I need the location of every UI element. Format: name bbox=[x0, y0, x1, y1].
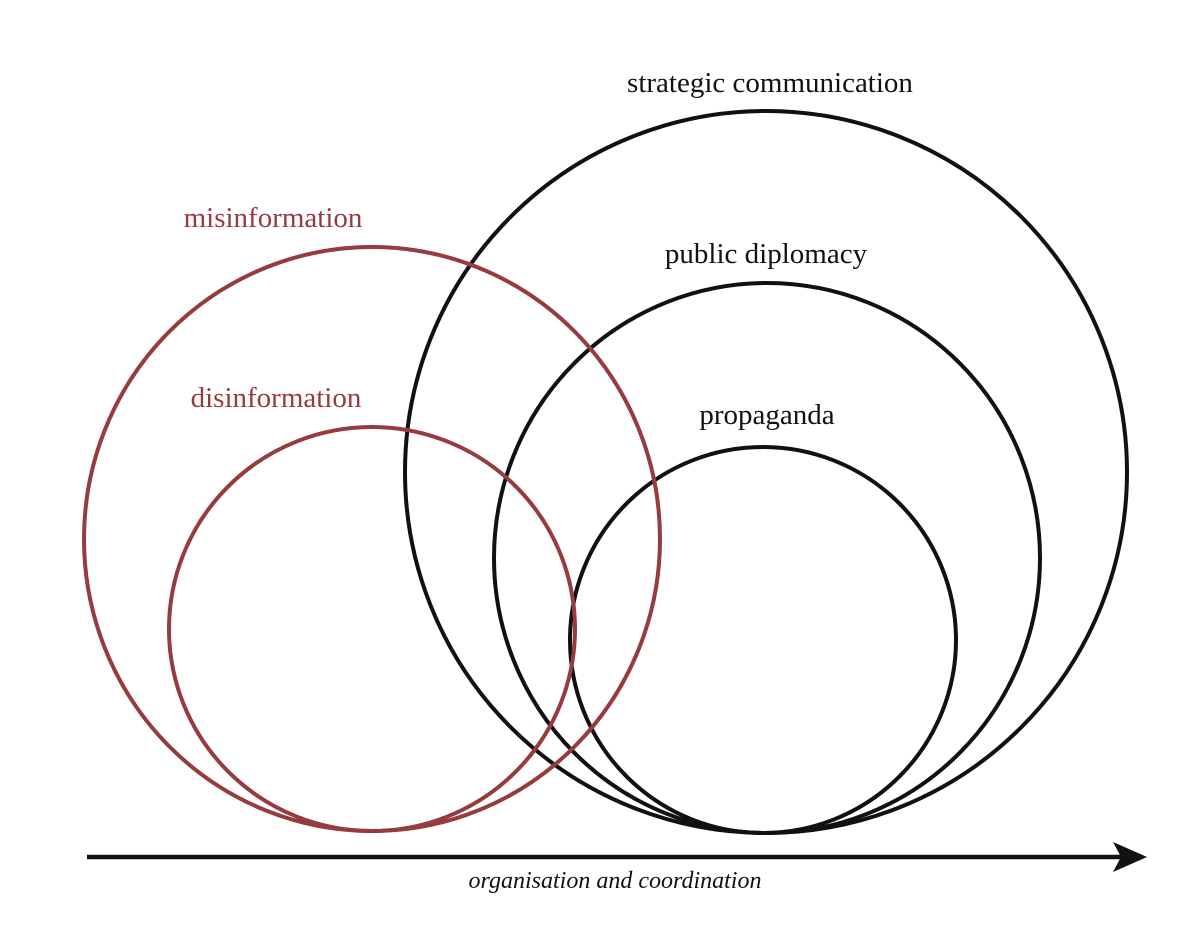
circle-strategic-communication bbox=[403, 109, 1129, 835]
circle-disinformation bbox=[167, 425, 577, 833]
circle-public-diplomacy bbox=[492, 281, 1042, 835]
circle-misinformation bbox=[82, 245, 662, 833]
label-disinformation: disinformation bbox=[191, 382, 362, 414]
label-strategic-communication: strategic communication bbox=[627, 67, 913, 99]
axis-label: organisation and coordination bbox=[469, 868, 762, 894]
circles-layer bbox=[82, 109, 1129, 835]
label-public-diplomacy: public diplomacy bbox=[665, 238, 868, 270]
labels-layer: strategic communication public diplomacy… bbox=[184, 67, 914, 431]
axis-arrowhead-icon bbox=[1113, 842, 1147, 872]
label-misinformation: misinformation bbox=[184, 202, 363, 234]
label-propaganda: propaganda bbox=[699, 399, 834, 431]
organisation-axis: organisation and coordination bbox=[87, 842, 1147, 894]
circle-propaganda bbox=[568, 445, 958, 835]
